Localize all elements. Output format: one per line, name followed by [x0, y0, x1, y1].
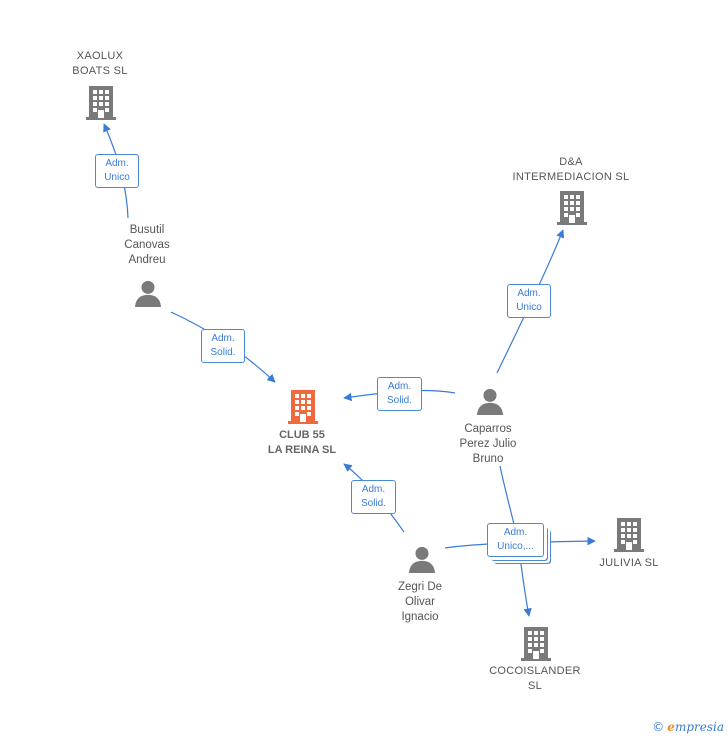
busutil-label-line3: Andreu [128, 254, 166, 266]
zegri-label[interactable]: Zegri De Olivar Ignacio [398, 580, 442, 625]
edge-label-caparros-dya-line2: Unico [516, 302, 542, 313]
brand-first-letter: e [667, 720, 675, 734]
cocoislander-label-line2: SL [527, 680, 543, 692]
club55-building-icon[interactable] [288, 390, 318, 424]
busutil-person-icon[interactable] [134, 280, 162, 307]
cocoislander-building-icon[interactable] [521, 627, 551, 661]
brand-name: mpresia [674, 720, 724, 734]
julivia-label-line1: JULIVIA SL [599, 557, 659, 569]
caparros-label-line1: Caparros [464, 423, 512, 435]
edge-label-caparros-club-line1: Adm. [387, 381, 412, 392]
edge-label-busutil-club[interactable]: Adm. Solid. [201, 329, 245, 363]
dya-label-line2: INTERMEDIACION SL [512, 171, 630, 183]
edge-label-busutil-xaolux-line1: Adm. [105, 158, 129, 169]
edge-label-caparros-dya-line1: Adm. [517, 288, 541, 299]
xaolux-building-icon[interactable] [86, 86, 116, 120]
xaolux-label[interactable]: XAOLUX BOATS SL [72, 49, 127, 79]
edge-label-zegri-club-line2: Solid. [360, 498, 386, 509]
cocoislander-label-line1: COCOISLANDER [489, 665, 581, 677]
julivia-label[interactable]: JULIVIA SL [599, 556, 658, 571]
zegri-person-icon[interactable] [408, 546, 436, 573]
busutil-label-line1: Busutil [129, 224, 165, 236]
caparros-label[interactable]: Caparros Perez Julio Bruno [460, 422, 517, 467]
zegri-label-line1: Zegri De [397, 581, 443, 593]
empresia-logo[interactable]: ©empresia [652, 720, 724, 734]
edge-label-caparros-club[interactable]: Adm. Solid. [377, 377, 422, 411]
edge-to-cocoislander [519, 555, 532, 617]
club55-label-line1: CLUB 55 [279, 429, 325, 441]
club55-label-line2: LA REINA SL [267, 444, 337, 456]
edge-label-multi[interactable]: Adm. Unico,... [487, 523, 544, 557]
edge-label-busutil-xaolux-line2: Unico [104, 172, 130, 183]
edge-label-busutil-xaolux[interactable]: Adm. Unico [95, 154, 139, 188]
edge-label-multi-line2: Unico,... [497, 541, 534, 552]
cocoislander-label[interactable]: COCOISLANDER SL [489, 664, 581, 694]
caparros-label-line3: Bruno [472, 453, 504, 465]
edge-label-caparros-club-line2: Solid. [386, 395, 412, 406]
edge-label-multi-line1: Adm. [503, 527, 528, 538]
caparros-label-line2: Perez Julio [459, 438, 517, 450]
edge-label-busutil-club-line2: Solid. [210, 347, 236, 358]
dya-label[interactable]: D&A INTERMEDIACION SL [513, 155, 630, 185]
busutil-label[interactable]: Busutil Canovas Andreu [124, 223, 169, 268]
copyright-icon: © [652, 720, 665, 734]
edge-label-zegri-club[interactable]: Adm. Solid. [351, 480, 396, 514]
dya-label-line1: D&A [559, 156, 583, 168]
edge-label-zegri-club-line1: Adm. [361, 484, 386, 495]
edge-label-busutil-club-line1: Adm. [211, 333, 235, 344]
club55-label[interactable]: CLUB 55 LA REINA SL [268, 428, 336, 458]
xaolux-label-line1: XAOLUX [76, 50, 124, 62]
xaolux-label-line2: BOATS SL [72, 65, 128, 77]
dya-building-icon[interactable] [557, 191, 587, 225]
zegri-label-line3: Ignacio [401, 611, 439, 623]
busutil-label-line2: Canovas [124, 239, 170, 251]
caparros-person-icon[interactable] [476, 388, 504, 415]
edge-label-caparros-dya[interactable]: Adm. Unico [507, 284, 551, 318]
zegri-label-line2: Olivar [404, 596, 436, 608]
julivia-building-icon[interactable] [614, 518, 644, 552]
